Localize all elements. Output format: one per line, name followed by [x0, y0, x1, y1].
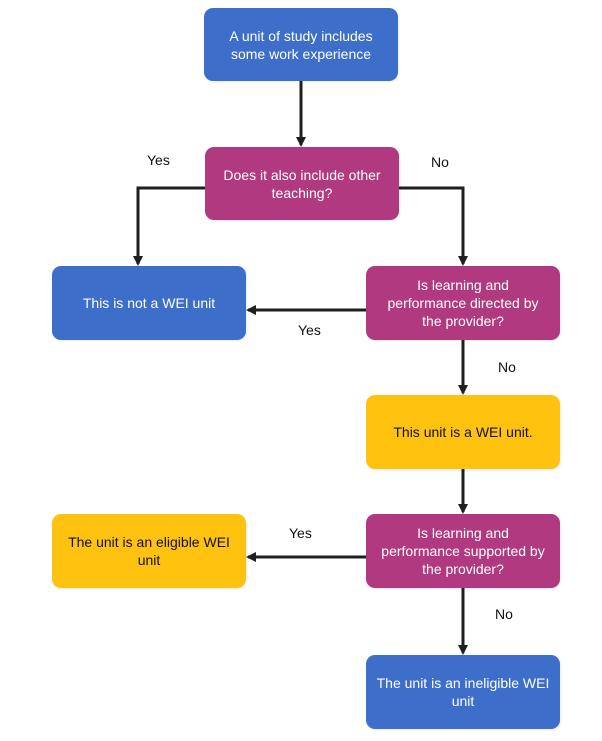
outcome-eligible-wei-unit-text: The unit is an eligible WEI unit — [68, 534, 230, 568]
edge-label-q1-no: No — [431, 154, 449, 170]
edge-label-q3-no: No — [495, 606, 513, 622]
connector-q1-no-to-q2 — [399, 186, 468, 266]
outcome-wei-unit: This unit is a WEI unit. — [366, 395, 560, 469]
decision-supported-by-provider-text: Is learning and performance supported by… — [381, 525, 545, 577]
node-start-text: A unit of study includes some work exper… — [229, 27, 373, 62]
edge-label-q2-no: No — [498, 359, 516, 375]
connector-q1-yes-to-not-wei — [133, 186, 205, 266]
outcome-eligible-wei-unit: The unit is an eligible WEI unit — [52, 514, 246, 588]
decision-directed-by-provider-text: Is learning and performance directed by … — [387, 277, 539, 329]
decision-other-teaching: Does it also include other teaching? — [205, 147, 399, 220]
outcome-wei-unit-text: This unit is a WEI unit. — [393, 424, 533, 440]
outcome-not-wei-unit-text: This is not a WEI unit — [82, 295, 216, 311]
node-start: A unit of study includes some work exper… — [204, 8, 398, 81]
decision-other-teaching-text: Does it also include other teaching? — [223, 166, 381, 201]
outcome-ineligible-wei-unit-text: The unit is an ineligible WEI unit — [376, 675, 550, 709]
edge-label-q3-yes: Yes — [289, 525, 312, 541]
outcome-ineligible-wei-unit: The unit is an ineligible WEI unit — [366, 655, 560, 729]
edge-label-q2-yes: Yes — [298, 322, 321, 338]
outcome-not-wei-unit: This is not a WEI unit — [52, 266, 246, 340]
edge-label-q1-yes: Yes — [147, 152, 170, 168]
decision-supported-by-provider: Is learning and performance supported by… — [366, 514, 560, 588]
decision-directed-by-provider: Is learning and performance directed by … — [366, 266, 560, 340]
